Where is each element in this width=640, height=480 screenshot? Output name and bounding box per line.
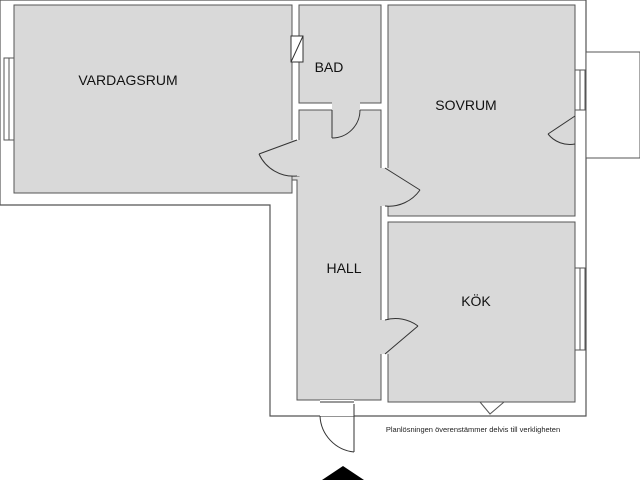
vardagsrum-floor — [13, 4, 293, 194]
kok-floor — [387, 221, 576, 403]
bad-vent — [290, 35, 304, 63]
door-sovrum — [379, 167, 421, 207]
bad-floor — [298, 4, 382, 104]
door-bad — [331, 101, 361, 139]
label-bad: BAD — [315, 59, 344, 75]
door-kok — [379, 318, 419, 355]
window-kok — [574, 267, 586, 351]
window-kok-bottom — [479, 401, 505, 415]
balcony — [585, 51, 640, 159]
window-sovrum — [574, 69, 586, 111]
label-vardagsrum: VARDAGSRUM — [78, 72, 177, 88]
label-hall: HALL — [326, 260, 361, 276]
north-arrow-icon — [322, 466, 364, 480]
disclaimer-note: Planlösningen överenstämmer delvis till … — [386, 425, 560, 434]
label-sovrum: SOVRUM — [435, 97, 496, 113]
door-balcony — [547, 115, 576, 145]
window-vardagsrum — [3, 57, 15, 141]
label-kok: KÖK — [461, 292, 491, 309]
hall-floor — [291, 109, 382, 401]
door-vardagsrum — [258, 139, 302, 177]
door-entrance — [319, 400, 355, 453]
